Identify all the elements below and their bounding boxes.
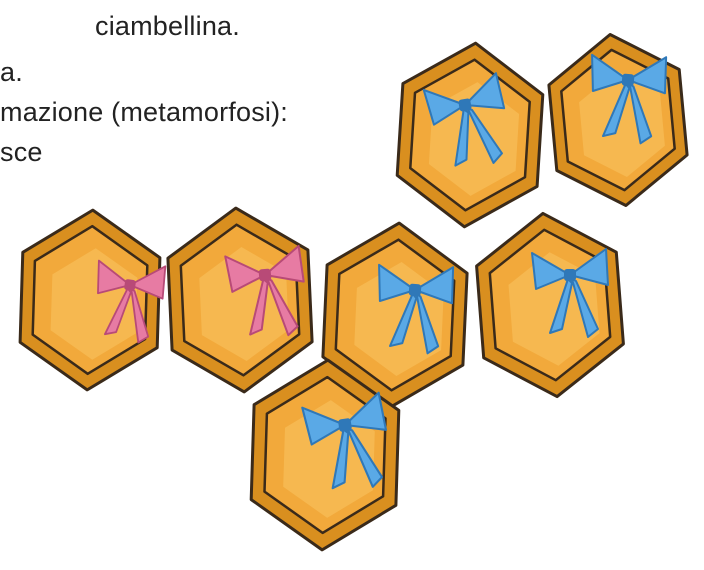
blue-ribbon xyxy=(378,263,455,355)
ribbon-tail-left xyxy=(331,428,350,490)
ribbon-loop-right xyxy=(464,72,506,110)
ribbon-tail-left xyxy=(389,292,418,348)
honeycomb-cell xyxy=(475,211,625,399)
ribbon-loop-left xyxy=(224,255,266,293)
ribbon-knot xyxy=(124,279,136,291)
ribbon-tail-left xyxy=(454,108,470,167)
honeycomb-cell xyxy=(166,206,314,394)
ribbon-tail-left xyxy=(602,82,631,138)
ribbon-tail-left xyxy=(249,278,269,336)
ribbon-loop-right xyxy=(414,266,455,305)
text-line-3: mazione (metamorfosi): xyxy=(0,97,288,127)
honeycomb-cell xyxy=(321,221,469,409)
ribbon-knot xyxy=(408,283,422,297)
ribbon-loop-right xyxy=(343,391,388,431)
honeycomb-cell xyxy=(547,33,689,207)
pink-ribbon xyxy=(97,259,167,344)
blue-ribbon xyxy=(591,53,668,145)
honeycomb-cell xyxy=(249,358,401,552)
ribbon-loop-right xyxy=(627,56,668,95)
blue-ribbon xyxy=(531,248,609,338)
honeycomb-cell xyxy=(18,208,167,392)
ribbon-knot xyxy=(338,418,352,432)
honeycomb-cells xyxy=(18,33,689,552)
ribbon-loop-right xyxy=(569,248,609,286)
ribbon-loop-left xyxy=(531,252,571,290)
ribbon-tail-left xyxy=(549,278,573,334)
ribbon-loop-left xyxy=(422,88,466,126)
ribbon-knot xyxy=(621,73,635,87)
ribbon-loop-left xyxy=(378,263,416,302)
ribbon-loop-right xyxy=(264,244,305,283)
blue-ribbon xyxy=(301,391,388,490)
blue-ribbon xyxy=(422,72,506,167)
ribbon-loop-left xyxy=(301,406,347,446)
ribbon-loop-left xyxy=(591,53,629,92)
text-line-4: sce xyxy=(0,137,43,167)
ribbon-knot xyxy=(258,268,272,282)
ribbon-tail-left xyxy=(104,287,132,336)
ribbon-loop-right xyxy=(129,265,167,300)
text-line-1: ciambellina. xyxy=(95,11,240,41)
text-line-2: a. xyxy=(0,57,23,87)
ribbon-knot xyxy=(564,269,576,281)
ribbon-knot xyxy=(458,98,472,112)
pink-ribbon xyxy=(224,244,305,337)
honeycomb-cell xyxy=(395,41,545,229)
ribbon-loop-left xyxy=(97,259,131,295)
cell-highlight xyxy=(579,71,665,177)
